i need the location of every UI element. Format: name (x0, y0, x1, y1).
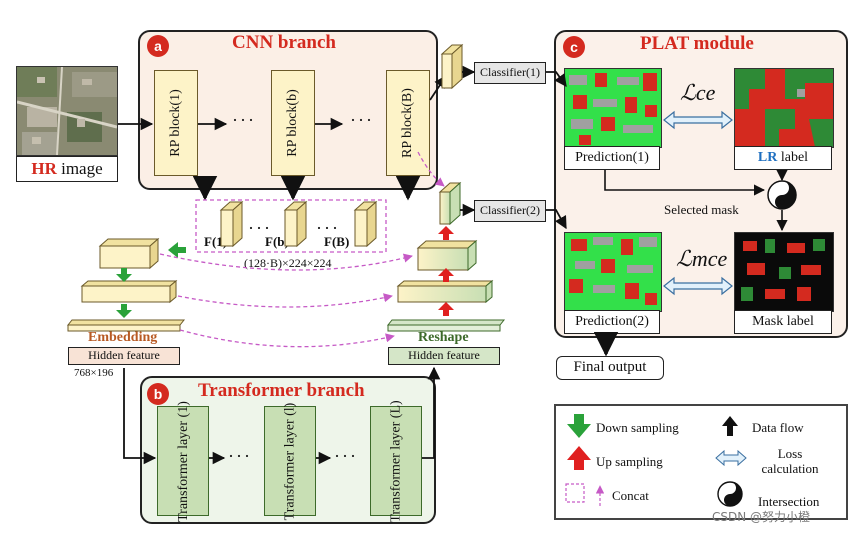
prediction-2-map (564, 232, 662, 312)
loss-mce: ℒmce (676, 246, 728, 271)
reshape-bar-2 (396, 279, 494, 304)
flow-arrow (604, 170, 766, 196)
legend-loss-label: Loss calculation (761, 446, 819, 476)
concat-arrow (179, 329, 395, 348)
image-text: image (61, 159, 103, 178)
cnn-badge: a (147, 35, 169, 57)
feature-cube-b (283, 200, 308, 248)
prediction-1-label: Prediction(1) (564, 146, 660, 170)
embedding-bar (66, 319, 186, 332)
mask-label-map (734, 232, 834, 312)
feature-dots-2: ··· (316, 218, 340, 238)
hr-image-label: HR image (16, 156, 118, 182)
flow-arrow (546, 71, 567, 88)
up-sampling-arrow (438, 226, 454, 240)
transformer-layer-1: Transformer layer (1) (157, 401, 209, 521)
lr-text: LR (757, 150, 778, 165)
upsample-bar-1 (98, 237, 160, 270)
legend-concat-box-icon (565, 483, 585, 503)
reshape-title: Reshape (418, 330, 469, 345)
legend-panel (554, 404, 848, 520)
selected-mask-label: Selected mask (664, 202, 739, 217)
concat-arrow (177, 293, 393, 308)
rp-block-B: RP block(B) (386, 70, 430, 176)
loss-ce: ℒce (680, 80, 716, 105)
legend-concat-label: Concat (612, 488, 649, 503)
feature-dims: (128·B)×224×224 (244, 256, 332, 270)
embedding-title: Embedding (88, 330, 158, 345)
concat-box (195, 199, 387, 253)
legend-down-label: Down sampling (596, 420, 679, 435)
cnn-dots-2: ··· (350, 110, 374, 130)
embedding-dims: 768×196 (74, 367, 114, 379)
concat-arrow (159, 253, 413, 271)
flow-arrow (123, 368, 157, 465)
cnn-title: CNN branch (232, 32, 336, 53)
reshape-hidden-feature: Hidden feature (388, 347, 500, 365)
legend-intersection-label: Intersection (758, 494, 820, 509)
upsample-bar-2 (80, 279, 178, 304)
transformer-badge: b (147, 383, 169, 405)
plat-title: PLAT module (640, 33, 754, 54)
classifier-cube-1 (440, 43, 464, 90)
loss-arrow-mce (663, 276, 733, 296)
transformer-dots-1: ··· (228, 446, 252, 466)
hr-aerial-image (16, 66, 118, 156)
legend-loss-icon (715, 449, 747, 467)
transformer-layer-L: Transformer layer (L) (370, 400, 422, 522)
down-sampling-arrow (116, 304, 132, 318)
legend-flow-label: Data flow (752, 420, 804, 435)
classifier-cube-2 (438, 181, 462, 226)
plat-badge: c (563, 36, 585, 58)
feature-cube-B (353, 200, 378, 248)
reshape-bar (386, 319, 506, 332)
feature-dots-1: ··· (248, 218, 272, 238)
classifier-2: Classifier(2) (474, 200, 546, 222)
classifier-1: Classifier(1) (474, 62, 546, 84)
up-sampling-arrow (438, 302, 454, 316)
feature-label-B: F(B) (324, 234, 350, 249)
cnn-dots-1: ··· (232, 110, 256, 130)
intersection-icon (767, 180, 797, 210)
legend-up-label: Up sampling (596, 454, 663, 469)
loss-arrow-ce (663, 110, 733, 130)
rp-block-b: RP block(b) (271, 70, 315, 176)
legend-down-icon (567, 414, 591, 438)
reshape-bar-1 (416, 239, 478, 272)
lr-label-map (734, 68, 834, 148)
legend-flow-icon (722, 416, 738, 436)
legend-up-icon (567, 446, 591, 470)
flow-arrow (422, 366, 441, 459)
mask-label-box: Mask label (734, 310, 832, 334)
lr-label-text: label (780, 150, 809, 165)
feature-label-b: F(b) (265, 234, 289, 249)
final-output-box: Final output (556, 356, 664, 380)
watermark: CSDN @努力小橙 (712, 510, 811, 524)
rp-block-1: RP block(1) (154, 70, 198, 176)
concat-arrow (417, 151, 445, 187)
transformer-layer-l: Transformer layer (l) (264, 402, 316, 520)
embedding-hidden-feature: Hidden feature (68, 347, 180, 365)
down-sampling-arrow (168, 242, 186, 258)
hr-text: HR (31, 159, 57, 178)
up-sampling-arrow (438, 268, 454, 282)
flow-arrow (546, 209, 567, 230)
lr-label-box: LR label (734, 146, 832, 170)
prediction-2-label: Prediction(2) (564, 310, 660, 334)
down-sampling-arrow (116, 268, 132, 282)
legend-intersection-icon (717, 481, 743, 507)
transformer-title: Transformer branch (198, 380, 365, 401)
transformer-dots-2: ··· (334, 446, 358, 466)
feature-cube-1 (219, 200, 244, 248)
